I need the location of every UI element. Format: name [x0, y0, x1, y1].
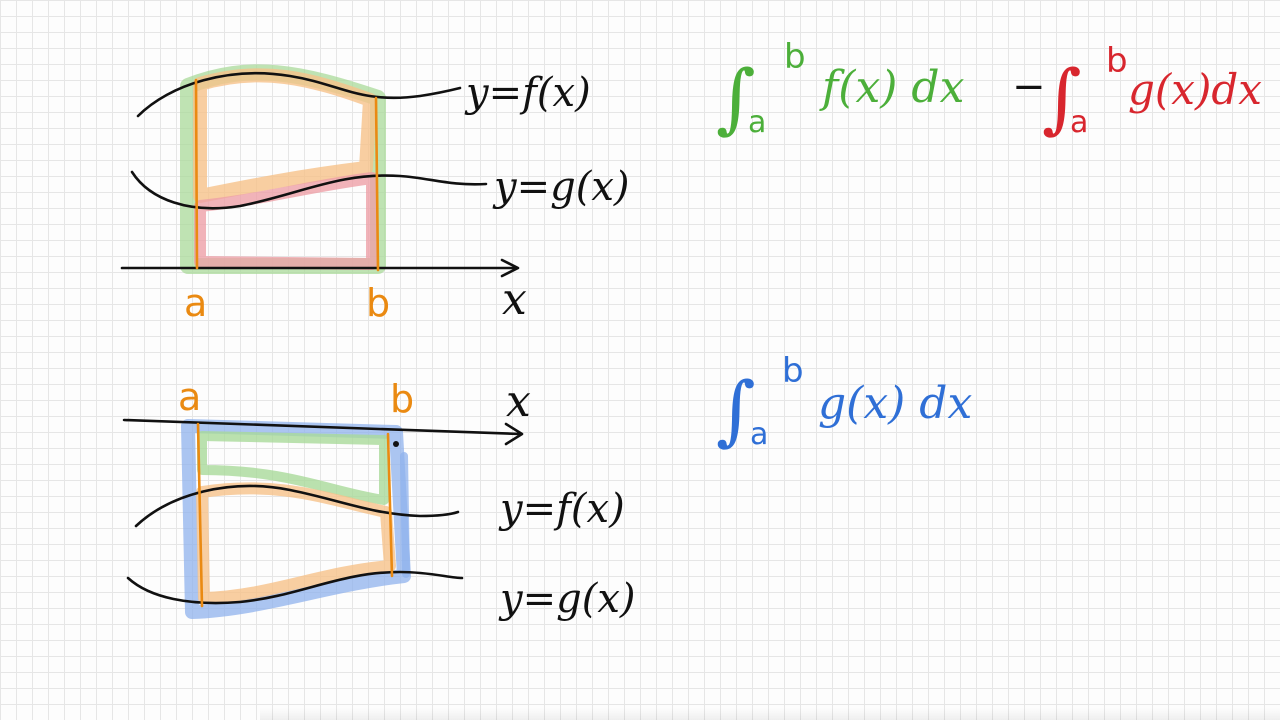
top-curve-f — [136, 72, 462, 118]
bottom-orange-highlight — [196, 482, 396, 604]
formula1-integral-sign-2: ∫ — [1042, 53, 1082, 142]
top-a-label: a — [184, 281, 207, 325]
formula1-minus: − — [1012, 64, 1046, 110]
top-x-axis — [120, 258, 520, 278]
bottom-a-label: a — [178, 375, 201, 419]
bottom-line-b — [386, 432, 394, 578]
top-line-a — [194, 78, 199, 270]
bottom-b-label: b — [390, 377, 414, 421]
bottom-curve-f — [134, 484, 460, 528]
bottom-axis-label: x — [506, 376, 531, 427]
bottom-green-highlight — [197, 431, 389, 505]
formula1-integrand-1: f(x) dx — [819, 62, 965, 113]
top-curve-g-label: y=g(x) — [492, 164, 630, 210]
top-line-b — [374, 96, 380, 272]
bottom-formula: ∫ b a g(x) dx — [716, 351, 972, 454]
formula2-lower: a — [750, 417, 768, 452]
bottom-curve-g-label: y=g(x) — [498, 576, 636, 622]
top-b-label: b — [366, 281, 390, 325]
bottom-blue-highlight — [181, 419, 411, 619]
formula1-upper-2: b — [1106, 41, 1128, 81]
top-curve-f-label: y=f(x) — [464, 70, 591, 116]
top-curve-g — [130, 170, 488, 210]
formula1-upper-1: b — [784, 37, 806, 77]
formula2-upper: b — [782, 351, 804, 391]
bottom-b-dot — [393, 441, 399, 447]
bottom-diagram: y=f(x) y=g(x) x a b — [122, 375, 636, 622]
top-orange-highlight — [193, 68, 377, 203]
top-formula: ∫ b a f(x) dx − ∫ b a g(x)dx — [716, 37, 1262, 142]
formula2-integrand: g(x) dx — [818, 378, 972, 429]
formula1-integrand-2: g(x)dx — [1128, 65, 1262, 114]
bottom-line-a — [196, 422, 204, 608]
top-diagram: y=f(x) y=g(x) x a b — [120, 64, 630, 325]
formula1-integral-sign-1: ∫ — [716, 53, 756, 142]
top-axis-label: x — [502, 274, 527, 325]
bottom-curve-f-label: y=f(x) — [498, 486, 625, 532]
bottom-curve-g — [126, 570, 464, 605]
formula2-integral-sign: ∫ — [716, 365, 756, 454]
formula1-lower-1: a — [748, 105, 766, 140]
formula1-lower-2: a — [1070, 105, 1088, 140]
bottom-shadow — [260, 708, 1280, 720]
bottom-x-axis — [122, 418, 524, 446]
